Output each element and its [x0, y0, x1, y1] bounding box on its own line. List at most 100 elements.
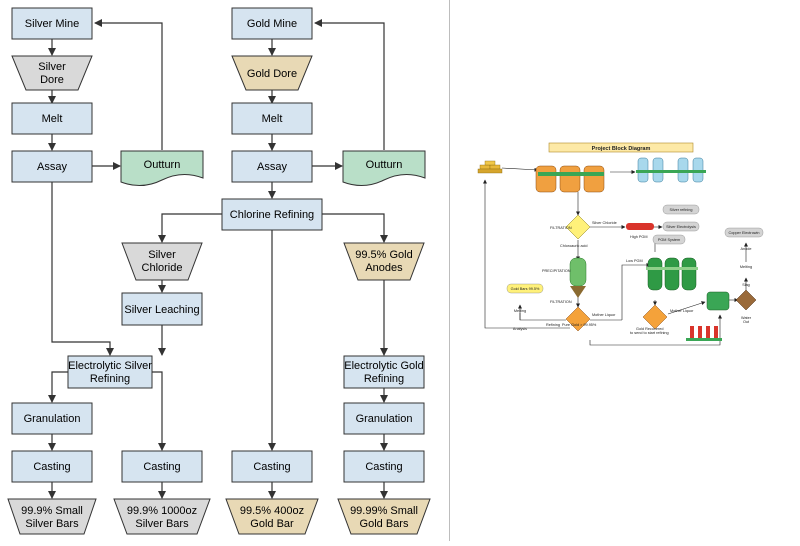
arrow-assay-electrolytic-silver: [51, 182, 114, 356]
label-casting-3: Casting: [253, 461, 290, 473]
node-assay-gold: [231, 150, 313, 183]
node-gold-mine: [231, 7, 313, 40]
label-assay-silver: Assay: [37, 161, 67, 173]
lbl-pgm-system: PGM System: [658, 238, 680, 242]
label-gold-dore: Gold Dore: [247, 68, 297, 80]
label-silver-small-bars-1: 99.9% Small: [21, 505, 83, 517]
lbl-precipitation: PRECIPITATION: [542, 269, 571, 273]
arrow-electrolytic-casting2: [150, 371, 166, 451]
node-melt-gold: [231, 102, 313, 135]
flow-bottom-line: [589, 314, 722, 346]
label-silver-dore-1: Silver: [38, 61, 66, 73]
lbl-mother-liquor-2: Mother Liquor: [670, 309, 694, 313]
label-casting-2: Casting: [143, 461, 180, 473]
lbl-waste-out-1: Water: [741, 316, 752, 320]
lbl-slag: Slag: [742, 283, 750, 287]
node-electrolytic-gold: [343, 355, 425, 389]
flow-return-loop: [483, 179, 570, 329]
label-melt-gold: Melt: [262, 113, 283, 125]
node-gold-400oz-bar: [225, 498, 319, 535]
orange-diamond-2: [642, 304, 668, 330]
lbl-gold-recovered-1: Gold Recovered: [636, 327, 663, 331]
label-silver-1000oz-bars-1: 99.9% 1000oz: [127, 505, 197, 517]
node-gold-anodes: [343, 242, 425, 281]
gold-bars-icon: [477, 160, 503, 174]
block-title: Project Block Diagram: [592, 146, 651, 152]
label-electrolytic-silver-1: Electrolytic Silver: [68, 360, 152, 372]
lbl-silver-refining: Silver refining: [669, 208, 692, 212]
node-melt-silver: [11, 102, 93, 135]
label-casting-1: Casting: [33, 461, 70, 473]
node-silver-leaching: [121, 292, 203, 326]
node-outturn-gold: [342, 150, 426, 186]
label-gold-small-bars-1: 99.99% Small: [350, 505, 418, 517]
node-electrolytic-silver: [67, 355, 153, 389]
node-outturn-silver: [120, 150, 204, 186]
label-silver-chloride-2: Chloride: [142, 262, 183, 274]
node-chlorine-refining: [221, 198, 323, 231]
lbl-gold-bars: Gold Bars 99.5%: [511, 287, 540, 291]
pill-silver-refining: [662, 204, 700, 215]
label-gold-mine: Gold Mine: [247, 18, 297, 30]
project-block-diagram: Project Block Diagram: [450, 0, 800, 541]
label-silver-dore-2: Dore: [40, 74, 64, 86]
label-gold-anodes-1: 99.5% Gold: [355, 249, 412, 261]
pill-silver-electrolysis: [662, 221, 700, 232]
label-electrolytic-gold-2: Refining: [364, 373, 404, 385]
label-silver-1000oz-bars-2: Silver Bars: [135, 518, 189, 530]
flow-bars-reactors: [501, 167, 539, 172]
lbl-refining: Refining: [546, 323, 560, 327]
node-silver-mine: [11, 7, 93, 40]
label-gold-400oz-bar-1: 99.5% 400oz: [240, 505, 304, 517]
label-casting-4: Casting: [365, 461, 402, 473]
lbl-waste-out-2: Out: [743, 320, 750, 324]
lbl-analysis: Analysis: [513, 327, 527, 331]
flow-svg: Silver Mine Silver Dore Melt Assay Outtu…: [7, 7, 431, 535]
label-granulation-gold: Granulation: [356, 413, 413, 425]
node-gold-small-bars: [337, 498, 431, 535]
label-outturn-gold: Outturn: [366, 159, 403, 171]
node-assay-silver: [11, 150, 93, 183]
label-gold-400oz-bar-2: Gold Bar: [250, 518, 294, 530]
node-silver-chloride: [121, 242, 203, 281]
pill-pgm-system: [652, 234, 686, 245]
arrow-goutturn-goldmine: [314, 19, 385, 150]
label-electrolytic-gold-1: Electrolytic Gold: [344, 360, 423, 372]
flow-orange2-electrowin: [667, 301, 706, 315]
blue-tanks: [636, 157, 706, 183]
arrow-outturn-silvermine: [94, 19, 163, 150]
label-chlorine-refining: Chlorine Refining: [230, 209, 314, 221]
lbl-anode: Anode: [741, 247, 752, 251]
precipitation-tank: [569, 257, 587, 298]
arrow-chlorine-goldanodes: [322, 213, 388, 243]
orange-diamond-1: [565, 306, 591, 332]
flow-orange-gold: [518, 304, 566, 321]
refinery-flow-diagram: Silver Mine Silver Dore Melt Assay Outtu…: [7, 7, 431, 535]
label-silver-small-bars-2: Silver Bars: [25, 518, 79, 530]
lbl-pure-gold: Pure Gold > 99.95%: [562, 323, 597, 327]
connectors: [48, 19, 388, 499]
node-granulation-gold: [343, 402, 425, 435]
lbl-filtration-2: FILTRATION: [550, 300, 572, 304]
flow-low-pgm: [621, 263, 651, 320]
node-casting-1: [11, 450, 93, 483]
green-tanks: [646, 257, 698, 291]
lbl-silver-chloride: Silver Chloride: [592, 221, 617, 225]
brown-diamond: [735, 289, 757, 311]
arrow-electrolytic-granulation: [48, 371, 70, 403]
reactor-group: [535, 165, 605, 193]
lbl-mother-liquor-1: Mother Liquor: [592, 313, 616, 317]
label-silver-mine: Silver Mine: [25, 18, 79, 30]
node-casting-3: [231, 450, 313, 483]
red-cells: [686, 326, 722, 341]
label-gold-anodes-2: Anodes: [365, 262, 403, 274]
lbl-melting-1: Melting: [514, 309, 526, 313]
node-silver-dore: [11, 55, 93, 91]
label-silver-chloride-1: Silver: [148, 249, 176, 261]
lbl-filtration-1: FILTRATION: [550, 226, 572, 230]
node-casting-2: [121, 450, 203, 483]
label-melt-silver: Melt: [42, 113, 63, 125]
title-bar: [548, 142, 694, 153]
label-silver-leaching: Silver Leaching: [124, 304, 199, 316]
lbl-copper-electrowin: Copper Electrowin: [728, 231, 759, 235]
